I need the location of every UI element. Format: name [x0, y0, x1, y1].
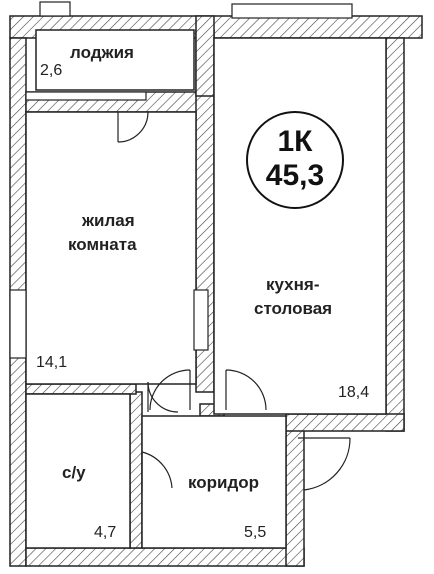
doors — [117, 111, 351, 492]
room-label-bathroom: с/у — [62, 463, 86, 482]
area-bathroom: 4,7 — [94, 524, 117, 541]
room-label-living-2: комната — [68, 235, 137, 254]
area-corridor: 5,5 — [244, 524, 267, 541]
windows — [9, 1, 353, 359]
area-kitchen: 18,4 — [338, 384, 370, 401]
room-label-kitchen-1: кухня- — [266, 275, 320, 294]
room-label-living-1: жилая — [82, 211, 135, 230]
room-floors — [25, 29, 387, 549]
apartment-total-area: 45,3 — [265, 159, 325, 192]
room-label-loggia: лоджия — [70, 43, 134, 62]
apartment-type: 1К — [277, 125, 313, 158]
area-living: 14,1 — [36, 354, 68, 371]
room-label-corridor: коридор — [188, 473, 260, 492]
area-loggia: 2,6 — [40, 62, 63, 79]
apartment-badge: 1К 45,3 — [246, 111, 344, 209]
room-label-kitchen-2: столовая — [254, 299, 333, 318]
